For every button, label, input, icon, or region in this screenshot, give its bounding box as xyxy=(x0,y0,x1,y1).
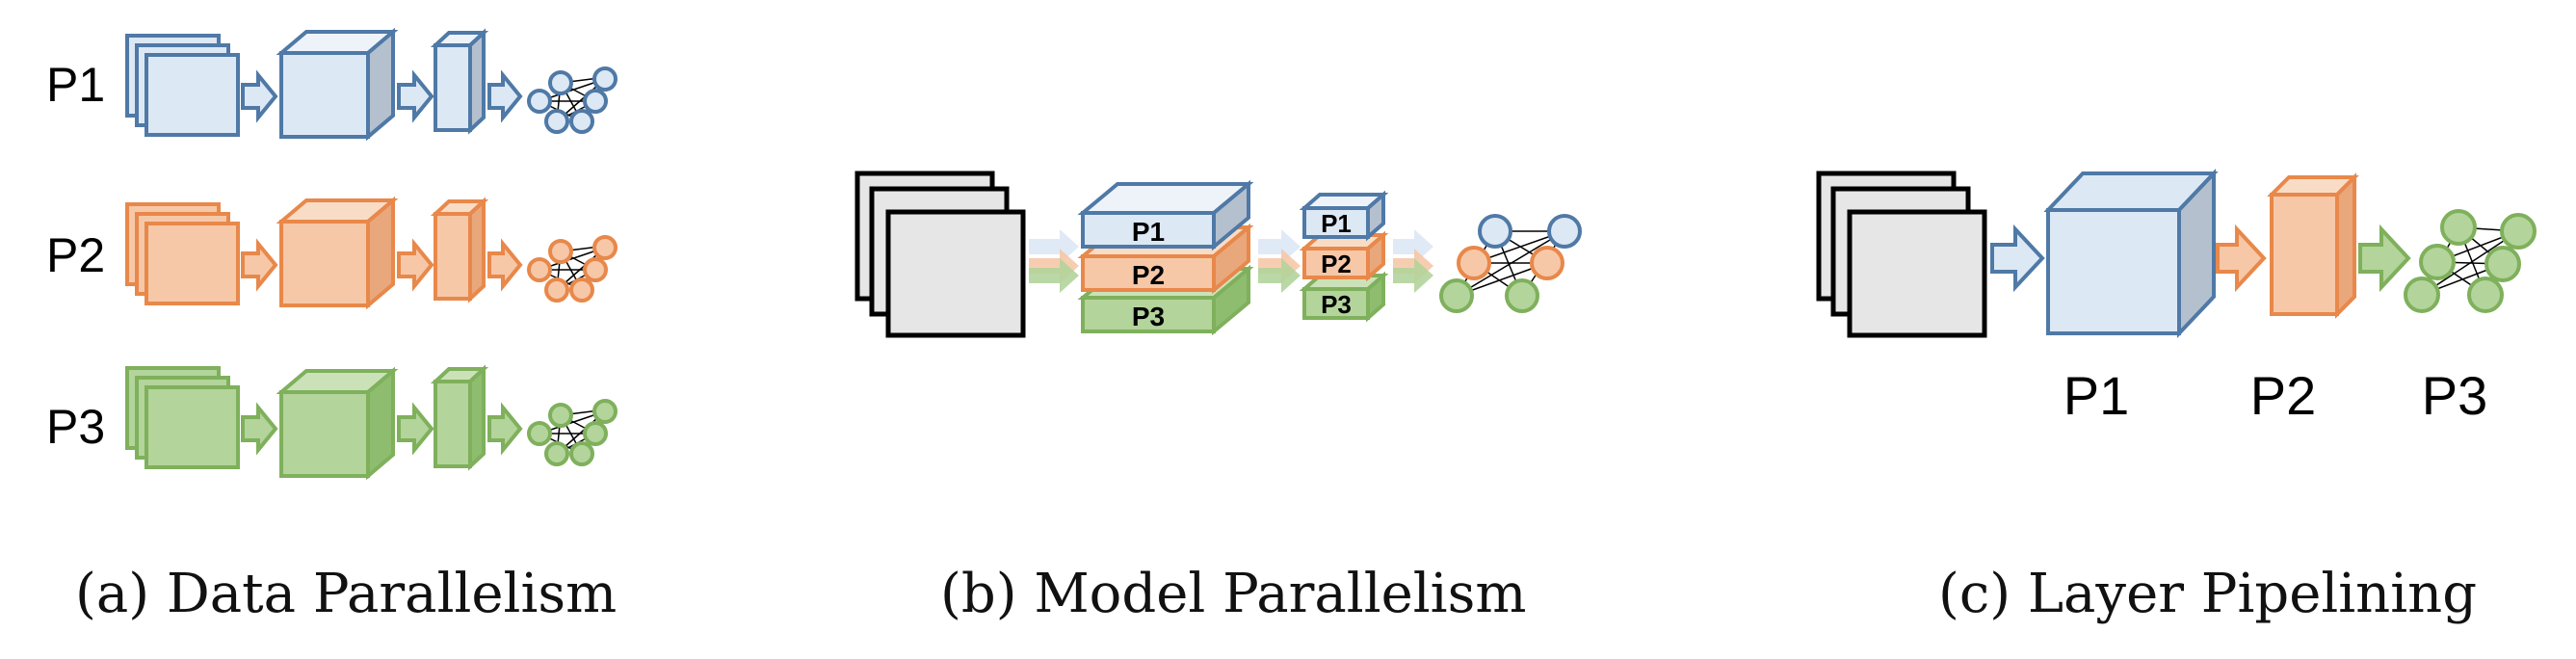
arrow-icon xyxy=(487,238,523,292)
input-stack-p1 xyxy=(125,34,240,137)
processor-label-p3: P3 xyxy=(2422,365,2488,426)
arrow-icon xyxy=(2358,224,2411,293)
panel-model-parallelism: P3 P2 P1 P3 xyxy=(854,171,1582,625)
neural-net-icon xyxy=(527,399,618,466)
arrow-icon xyxy=(1393,229,1433,293)
fc-label-p2: P2 xyxy=(1321,250,1352,278)
arrow-icon xyxy=(1029,229,1079,293)
arrow-icon xyxy=(2216,224,2267,293)
arrow-icon xyxy=(397,69,434,123)
processor-label-p1: P1 xyxy=(2063,365,2130,426)
fc-label-p3: P3 xyxy=(1321,290,1352,319)
caption-data-parallelism: (a) Data Parallelism xyxy=(75,563,617,625)
input-stack xyxy=(1816,171,1987,338)
conv-slab-p1: P1 xyxy=(1077,179,1254,251)
panel-data-parallelism: P1 xyxy=(46,27,618,625)
row-p1: P1 xyxy=(46,27,618,142)
neural-net-icon xyxy=(527,66,618,134)
arrow-icon xyxy=(1990,224,2045,293)
input-stack xyxy=(854,171,1026,338)
processor-label-p2: P2 xyxy=(2250,365,2317,426)
slab-label-p1: P1 xyxy=(1132,217,1165,247)
arrow-icon xyxy=(487,69,523,123)
input-stack-p3 xyxy=(125,366,240,469)
row-p3: P3 xyxy=(46,364,618,481)
arrow-icon xyxy=(397,402,434,456)
conv-cube-p1 xyxy=(2043,168,2219,339)
neural-net-icon xyxy=(527,235,618,303)
arrow-icon xyxy=(241,69,278,123)
conv-cube-p3 xyxy=(276,366,399,481)
conv-cube-p2 xyxy=(276,196,399,310)
conv-cube-p1 xyxy=(276,27,399,142)
neural-net-icon xyxy=(2404,209,2537,313)
row-p2: P2 xyxy=(46,196,618,310)
arrow-icon xyxy=(487,402,523,456)
arrow-icon xyxy=(241,402,278,456)
caption-model-parallelism: (b) Model Parallelism xyxy=(940,563,1526,625)
fc-block-p2 xyxy=(430,197,489,303)
processor-label-p1: P1 xyxy=(46,58,105,112)
fc-slab-p1: P1 xyxy=(1299,190,1389,242)
processor-label-p3: P3 xyxy=(46,400,105,454)
processor-label-p2: P2 xyxy=(46,228,105,282)
arrow-icon xyxy=(1258,229,1301,293)
neural-net-icon xyxy=(1439,214,1582,313)
fc-slab-p2: P2 xyxy=(1299,230,1389,282)
fc-slab-p3: P3 xyxy=(1299,271,1389,323)
fc-block-p2 xyxy=(2267,172,2359,319)
caption-layer-pipelining: (c) Layer Pipelining xyxy=(1938,563,2477,625)
fc-label-p1: P1 xyxy=(1321,209,1352,238)
arrow-icon xyxy=(397,238,434,292)
input-stack-p2 xyxy=(125,202,240,305)
panel-layer-pipelining: P1 P2 P3 (c) Layer Pipelining xyxy=(1816,168,2537,625)
fc-block-p3 xyxy=(430,364,489,471)
fc-block-p1 xyxy=(430,28,489,135)
arrow-icon xyxy=(241,238,278,292)
slab-label-p3: P3 xyxy=(1132,302,1165,331)
slab-label-p2: P2 xyxy=(1132,260,1165,290)
